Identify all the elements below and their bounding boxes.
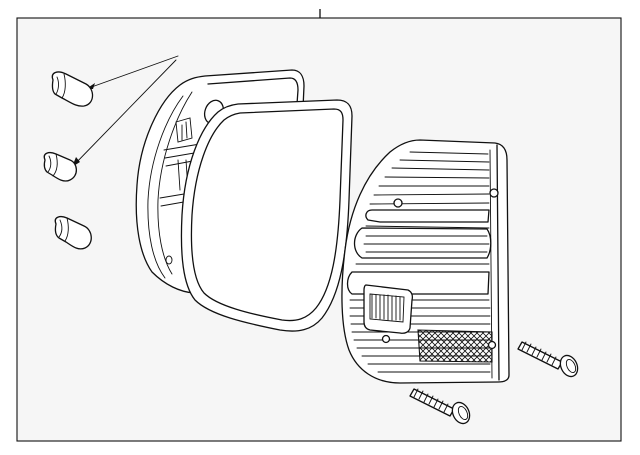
reflector-panel (417, 329, 493, 363)
screw-lower (409, 388, 471, 425)
screw-right (517, 341, 579, 378)
bulb-middle (43, 152, 78, 182)
bulb-lower (54, 216, 92, 250)
lamp-gasket (180, 99, 353, 332)
tail-lamp-lens (341, 139, 510, 384)
reflector-grille (369, 293, 405, 323)
leader-lines (71, 55, 179, 168)
bulb-upper (51, 71, 94, 107)
